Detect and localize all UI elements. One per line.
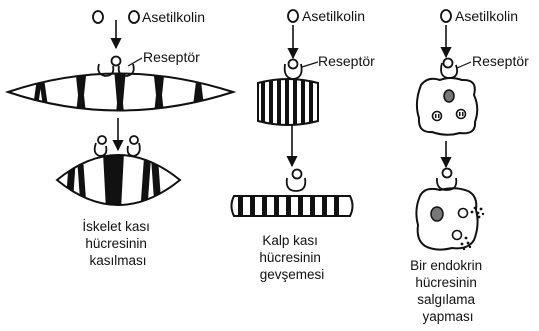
acetylcholine-molecule-icon [288,10,298,22]
secretory-granule-icon [433,110,466,121]
acetylcholine-label: Asetilkolin [142,9,205,25]
acetylcholine-label: Asetilkolin [302,8,365,24]
panel-cardiac-muscle: Asetilkolin Reseptör [232,8,376,282]
receptor-icon [285,60,302,80]
nucleus [444,90,454,102]
nucleus [431,207,443,221]
receptor-label: Reseptör [472,53,529,69]
acetylcholine-molecule-icon [441,10,451,22]
cardiac-muscle-cell [258,75,318,135]
endocrine-cell-secreting [416,188,484,250]
panel-endocrine-cell: Asetilkolin Reseptör [410,8,529,324]
cardiac-muscle-cell-relaxed [232,192,353,220]
caption-endocrine: Bir endokrin hücresinin salgılama yapmas… [410,258,486,324]
skeletal-muscle-cell-contracted [57,130,187,230]
skeletal-muscle-cell-relaxed [8,60,233,130]
receptor-icon [441,59,457,79]
panel-skeletal-muscle: Asetilkolin Reseptör [8,9,233,268]
acetylcholine-molecule-icon [129,11,139,23]
secretory-granule-icon [453,209,468,240]
receptor-label: Reseptör [318,53,375,69]
receptor-icon [437,169,456,191]
caption-cardiac: Kalp kası hücresinin gevşemesi [259,233,324,282]
receptor-icon [287,170,306,192]
acetylcholine-molecule-icon [93,11,103,23]
acetylcholine-label: Asetilkolin [455,8,518,24]
caption-skeletal: İskelet kası hücresinin kasılması [82,219,153,268]
endocrine-cell-before [417,78,477,135]
receptor-label: Reseptör [143,49,200,65]
